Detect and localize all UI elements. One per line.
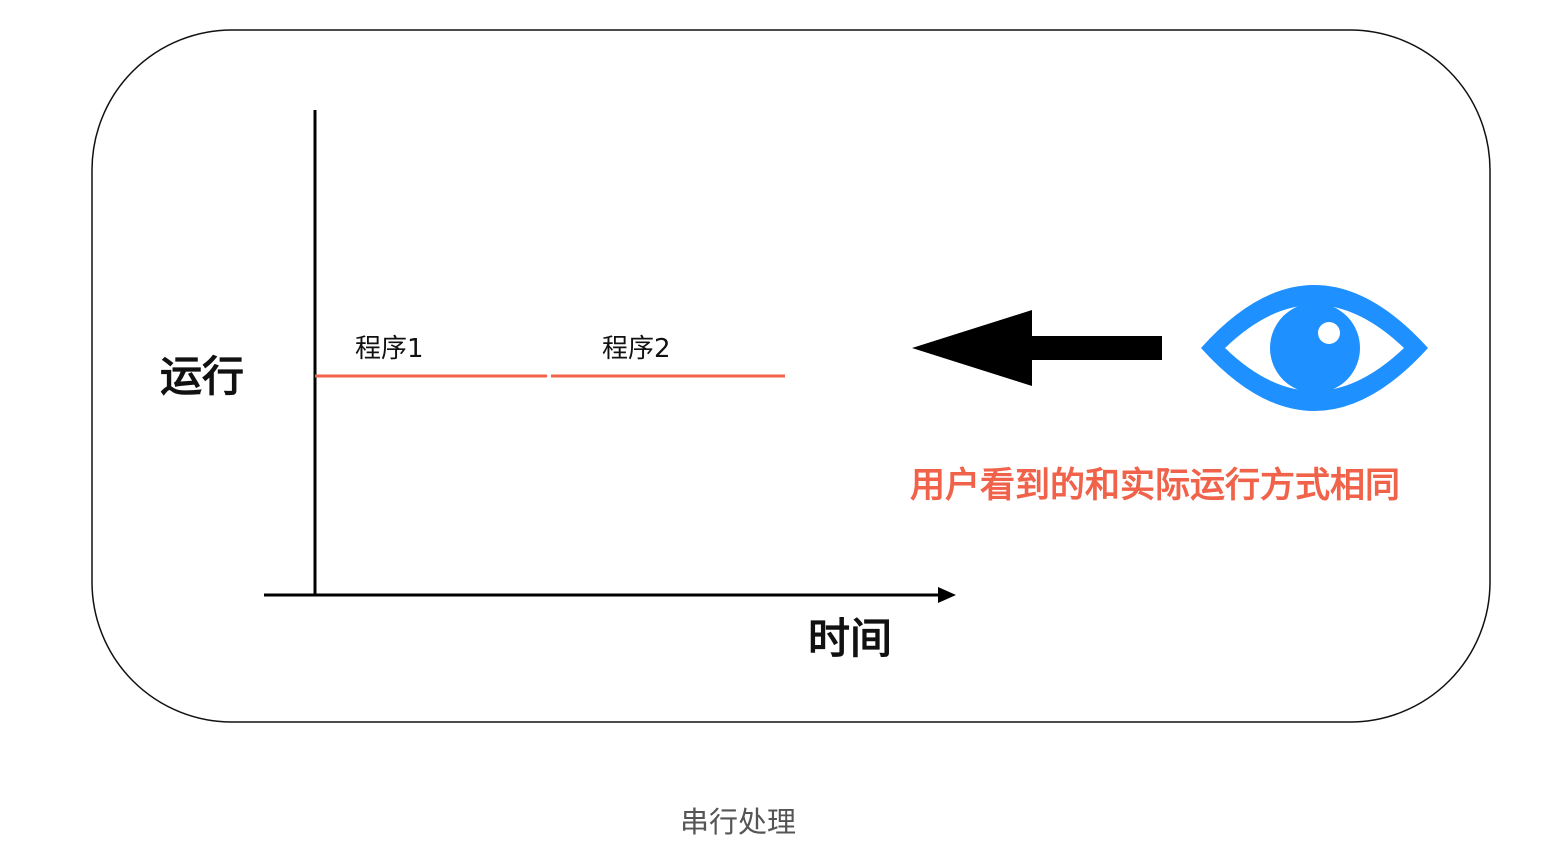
- observer-note: 用户看到的和实际运行方式相同: [910, 466, 1401, 506]
- program-1-label: 程序1: [355, 334, 424, 364]
- x-axis-label: 时间: [808, 614, 893, 663]
- eye-icon: [1201, 285, 1428, 411]
- x-axis-arrowhead: [938, 587, 956, 603]
- diagram-caption: 串行处理: [680, 805, 797, 839]
- program-2-label: 程序2: [602, 334, 671, 364]
- frame-border: [91, 29, 1491, 723]
- y-axis-label: 运行: [160, 352, 245, 401]
- arrow-left-icon: [912, 310, 1162, 386]
